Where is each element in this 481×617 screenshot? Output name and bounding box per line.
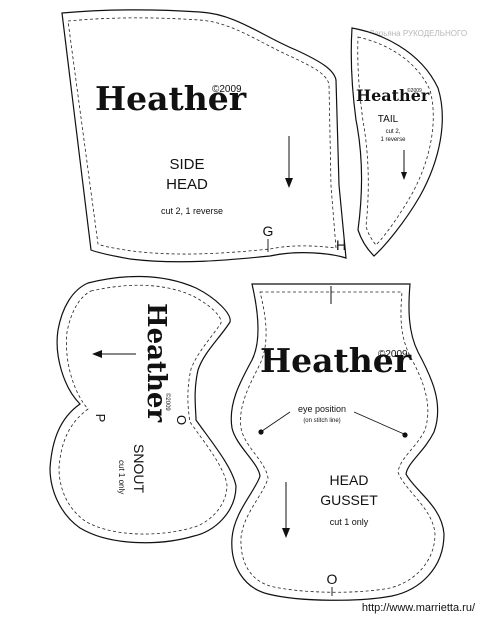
head-gusset-piece: Heather ©2009 eye position (on stitch li…	[230, 283, 445, 601]
gusset-title-line2: GUSSET	[320, 492, 378, 508]
side-head-mark-h: H	[336, 237, 346, 253]
tail-instruction-line1: cut 2,	[386, 129, 401, 135]
gusset-eye-note: (on stitch line)	[303, 418, 340, 424]
tail-title: TAIL	[378, 114, 399, 125]
gusset-eye-label: eye position	[298, 404, 346, 414]
snout-piece: Heather ©2009 SNOUT cut 1 only P O	[49, 275, 237, 544]
snout-seam	[58, 284, 228, 535]
side-head-instruction: cut 2, 1 reverse	[161, 206, 223, 216]
side-head-piece: Heather ©2009 SIDE HEAD cut 2, 1 reverse…	[61, 9, 347, 263]
grain-arrow-icon	[92, 350, 136, 358]
grain-arrow-icon	[285, 136, 293, 188]
gusset-title-line1: HEAD	[330, 472, 369, 488]
watermark-top: Дарьяна РУКОДЕЛЬНОГО	[369, 29, 467, 38]
tail-outline	[350, 27, 443, 257]
gusset-copyright: ©2009	[378, 349, 408, 360]
gusset-mark-o: O	[327, 571, 338, 587]
gusset-brand: Heather	[260, 341, 412, 380]
gusset-instruction: cut 1 only	[330, 517, 369, 527]
snout-mark-p: P	[93, 414, 108, 423]
eye-marker-left	[258, 411, 291, 435]
side-head-outline	[61, 9, 347, 263]
side-head-mark-g: G	[263, 223, 274, 239]
snout-copyright: ©2009	[164, 393, 171, 411]
watermark-bottom: http://www.marrietta.ru/	[362, 602, 476, 614]
side-head-title-line2: HEAD	[166, 176, 208, 193]
side-head-copyright: ©2009	[212, 84, 242, 95]
tail-instruction-line2: 1 reverse	[380, 137, 406, 143]
tail-brand: Heather	[356, 86, 430, 105]
side-head-seam	[67, 17, 337, 255]
snout-title: SNOUT	[131, 444, 147, 493]
side-head-title-line1: SIDE	[169, 156, 204, 173]
snout-mark-o: O	[174, 415, 189, 425]
tail-piece: Heather ©2009 TAIL cut 2, 1 reverse	[350, 27, 443, 257]
eye-marker-right	[353, 411, 408, 438]
snout-outline	[49, 275, 237, 544]
side-head-brand: Heather	[95, 79, 247, 118]
grain-arrow-icon	[282, 482, 290, 538]
snout-brand: Heather	[141, 303, 171, 422]
tail-copyright: ©2009	[407, 87, 422, 94]
grain-arrow-icon	[401, 150, 407, 180]
head-gusset-outline	[230, 283, 445, 601]
snout-instruction: cut 1 only	[117, 460, 126, 494]
